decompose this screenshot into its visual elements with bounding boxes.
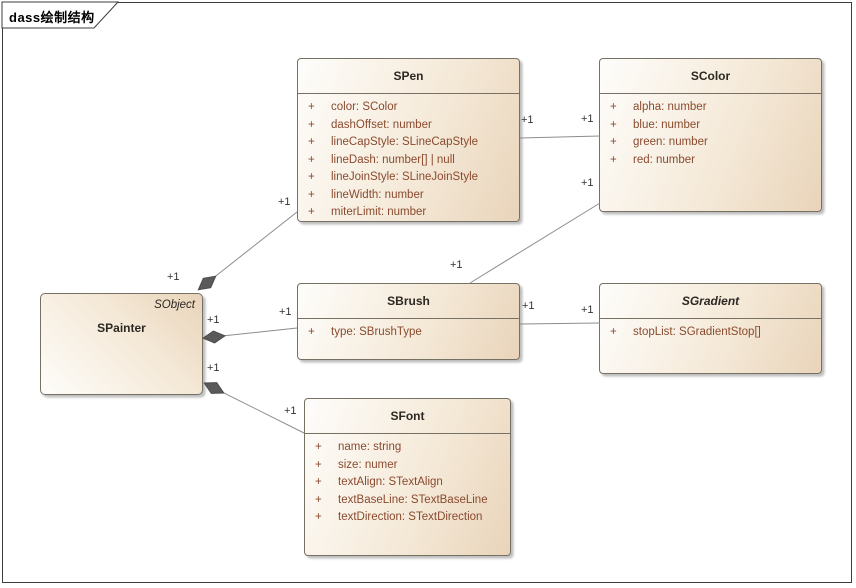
class-spainter[interactable]: SObject SPainter: [40, 293, 203, 395]
attribute-row-scolor-2: + green: number: [600, 134, 821, 152]
class-spainter-parent-label: SObject: [154, 299, 195, 311]
attribute-text: miterLimit: number: [331, 206, 427, 218]
attribute-text: size: numer: [338, 458, 398, 471]
visibility-marker: +: [308, 326, 315, 338]
attribute-row-scolor-3: + red: number: [600, 152, 821, 170]
attribute-text: lineDash: number[] | null: [331, 153, 455, 166]
attribute-row-spen-6: + miterLimit: number: [298, 204, 519, 222]
class-spen-header: SPen: [298, 59, 519, 94]
class-scolor-header: SColor: [600, 59, 821, 94]
multiplicity-spainter-sbrush-target: +1: [279, 306, 292, 318]
attribute-row-spen-2: + lineCapStyle: SLineCapStyle: [298, 134, 519, 152]
attribute-row-spen-0: + color: SColor: [298, 99, 519, 117]
class-sgradient-attributes: + stopList: SGradientStop[]: [600, 319, 821, 342]
attribute-text: textBaseLine: STextBaseLine: [338, 493, 488, 506]
attribute-row-sfont-4: + textDirection: STextDirection: [305, 509, 510, 527]
attribute-text: lineWidth: number: [331, 188, 424, 201]
class-spainter-title: SPainter: [97, 321, 146, 335]
attribute-text: lineCapStyle: SLineCapStyle: [331, 136, 479, 148]
multiplicity-sbrush-scolor-target: +1: [581, 177, 594, 189]
attribute-text: textDirection: STextDirection: [338, 511, 483, 523]
class-scolor-attributes: + alpha: number + blue: number + green: numbe…: [600, 94, 821, 169]
visibility-marker: +: [315, 458, 322, 471]
attribute-row-sfont-1: + size: numer: [305, 457, 510, 475]
attribute-text: dashOffset: number: [331, 118, 432, 131]
attribute-text: color: SColor: [331, 101, 398, 113]
multiplicity-spainter-spen-source: +1: [167, 271, 180, 283]
multiplicity-spen-scolor-source: +1: [521, 114, 534, 126]
class-scolor[interactable]: SColor + alpha: number + blue: number + green…: [599, 58, 822, 212]
attribute-text: blue: number: [633, 118, 701, 131]
attribute-row-spen-3: + lineDash: number[] | null: [298, 152, 519, 170]
attribute-text: green: number: [633, 136, 708, 148]
attribute-row-sfont-3: + textBaseLine: STextBaseLine: [305, 492, 510, 510]
attribute-row-scolor-0: + alpha: number: [600, 99, 821, 117]
visibility-marker: +: [610, 153, 617, 166]
class-spen[interactable]: SPen + color: SColor + dashOffset: number + l…: [297, 58, 520, 222]
multiplicity-spainter-sfont-target: +1: [284, 405, 297, 417]
attribute-row-sfont-0: + name: string: [305, 439, 510, 457]
multiplicity-spainter-spen-target: +1: [278, 196, 291, 208]
attribute-row-scolor-1: + blue: number: [600, 117, 821, 135]
class-scolor-title: SColor: [690, 69, 731, 83]
multiplicity-spainter-sfont-source: +1: [207, 362, 220, 374]
attribute-text: textAlign: STextAlign: [338, 476, 443, 488]
visibility-marker: +: [610, 136, 617, 148]
visibility-marker: +: [308, 101, 315, 113]
attribute-row-sbrush-0: + type: SBrushType: [298, 324, 519, 342]
attribute-text: red: number: [633, 153, 696, 166]
attribute-text: name: string: [338, 441, 402, 453]
attribute-row-spen-5: + lineWidth: number: [298, 187, 519, 205]
class-sgradient-title: SGradient: [681, 294, 740, 308]
attribute-row-sfont-2: + textAlign: STextAlign: [305, 474, 510, 492]
attribute-text: stopList: SGradientStop[]: [633, 326, 761, 338]
visibility-marker: +: [308, 118, 315, 131]
multiplicity-sbrush-sgradient-source: +1: [522, 300, 535, 312]
class-sbrush-header: SBrush: [298, 284, 519, 319]
multiplicity-sbrush-scolor-source: +1: [450, 259, 463, 271]
attribute-text: lineJoinStyle: SLineJoinStyle: [331, 171, 479, 183]
class-sfont-header: SFont: [305, 399, 510, 434]
class-sgradient-header: SGradient: [600, 284, 821, 319]
visibility-marker: +: [308, 206, 315, 218]
class-sfont-title: SFont: [390, 409, 425, 423]
visibility-marker: +: [610, 326, 617, 338]
class-sbrush-title: SBrush: [387, 294, 430, 308]
class-sbrush-attributes: + type: SBrushType: [298, 319, 519, 342]
multiplicity-sbrush-sgradient-target: +1: [581, 304, 594, 316]
attribute-row-sgradient-0: + stopList: SGradientStop[]: [600, 324, 821, 342]
visibility-marker: +: [308, 171, 315, 183]
class-sgradient[interactable]: SGradient + stopList: SGradientStop[]: [599, 283, 822, 374]
visibility-marker: +: [308, 136, 315, 148]
visibility-marker: +: [308, 153, 315, 166]
class-sfont[interactable]: SFont + name: string + size: numer + textAlig…: [304, 398, 511, 556]
attribute-row-spen-4: + lineJoinStyle: SLineJoinStyle: [298, 169, 519, 187]
class-sbrush[interactable]: SBrush + type: SBrushType: [297, 283, 520, 360]
class-sfont-attributes: + name: string + size: numer + textAlign: STe…: [305, 434, 510, 527]
class-spen-title: SPen: [393, 69, 424, 83]
visibility-marker: +: [315, 441, 322, 453]
visibility-marker: +: [308, 188, 315, 201]
attribute-text: type: SBrushType: [331, 326, 422, 338]
visibility-marker: +: [315, 511, 322, 523]
attribute-text: alpha: number: [633, 101, 707, 113]
multiplicity-spainter-sbrush-source: +1: [207, 314, 220, 326]
visibility-marker: +: [610, 118, 617, 131]
multiplicity-spen-scolor-target: +1: [581, 113, 594, 125]
frame-tab-label: dass绘制结构: [9, 10, 95, 25]
visibility-marker: +: [315, 493, 322, 506]
class-spen-attributes: + color: SColor + dashOffset: number + lineCa…: [298, 94, 519, 222]
visibility-marker: +: [610, 101, 617, 113]
attribute-row-spen-1: + dashOffset: number: [298, 117, 519, 135]
visibility-marker: +: [315, 476, 322, 488]
